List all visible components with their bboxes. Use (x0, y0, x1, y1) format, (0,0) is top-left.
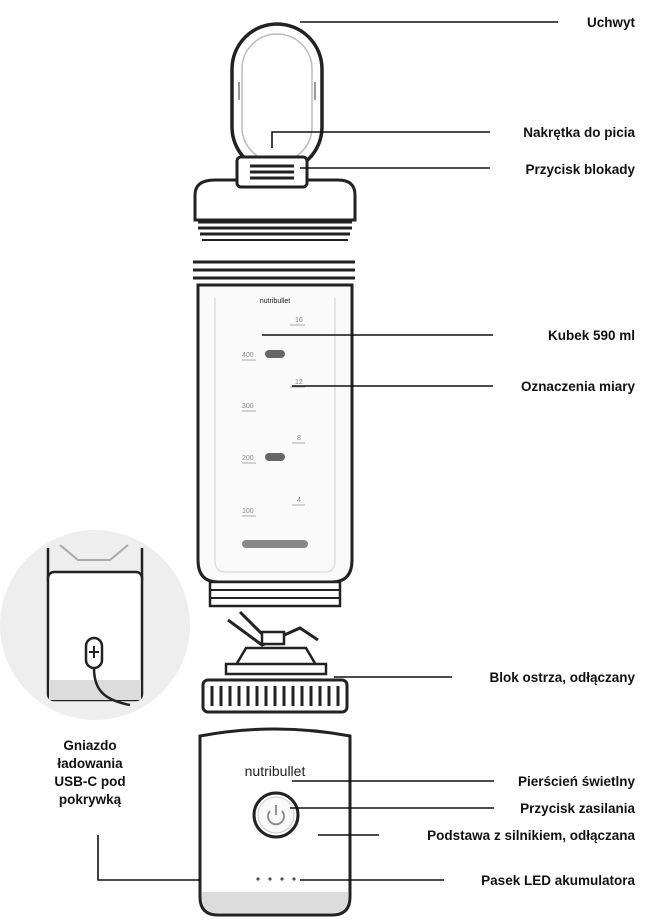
scale-ml-100: 100 (242, 508, 254, 515)
drinking-cap (193, 172, 357, 241)
scale-ml-300: 300 (242, 403, 254, 410)
label-power-button: Przycisk zasilania (520, 801, 635, 816)
label-blade-block: Blok ostrza, odłączany (489, 670, 635, 685)
cup: nutribullet (193, 260, 355, 608)
usb-caption-line: USB-C pod (54, 774, 126, 789)
usb-caption-line: ładowania (57, 756, 123, 771)
label-drinking-cap: Nakrętka do picia (523, 125, 635, 140)
scale-oz-8: 8 (297, 435, 301, 442)
usb-c-port-icon (84, 636, 131, 707)
label-motor-base: Podstawa z silnikiem, odłączana (427, 828, 635, 843)
label-light-ring: Pierścień świetlny (518, 774, 636, 789)
scale-oz-4: 4 (297, 497, 301, 504)
scale-oz-12: 12 (295, 379, 303, 386)
usb-inset (0, 530, 190, 720)
cup-measurement-scale: 400 300 200 100 16 12 8 4 (242, 317, 308, 548)
usb-c-caption: Gniazdo ładowania USB-C pod pokrywką (20, 737, 160, 809)
scale-ml-400: 400 (242, 352, 254, 359)
label-lock-button: Przycisk blokady (525, 162, 635, 177)
leader-lines (97, 21, 558, 881)
battery-led-bar (256, 877, 296, 881)
base-brand-text: nutribullet (245, 763, 306, 779)
usb-caption-line: Gniazdo (63, 738, 117, 753)
label-measure-marks: Oznaczenia miary (521, 379, 636, 394)
blade-block-grip-ribs (210, 686, 340, 706)
label-cup: Kubek 590 ml (548, 328, 635, 343)
usb-caption-line: pokrywką (58, 792, 122, 807)
label-battery-led: Pasek LED akumulatora (481, 873, 635, 888)
scale-oz-16: 16 (295, 317, 303, 324)
power-button-icon (252, 791, 300, 839)
label-handle: Uchwyt (587, 15, 636, 30)
handle (230, 22, 324, 174)
scale-ml-200: 200 (242, 455, 254, 462)
lock-button (235, 155, 309, 189)
cup-brand-text: nutribullet (260, 298, 290, 305)
